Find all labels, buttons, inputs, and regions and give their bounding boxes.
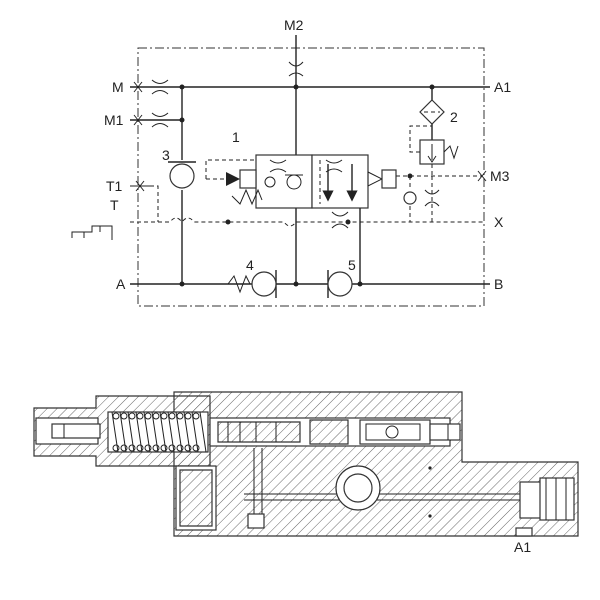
block-outline <box>137 47 485 307</box>
directional-valve-1 <box>226 154 397 209</box>
check-valve-4 <box>227 270 277 298</box>
section-body <box>173 391 579 537</box>
port-label-t1: T1 <box>106 178 123 194</box>
port-label-b: B <box>494 276 503 292</box>
port-label-a1: A1 <box>494 79 511 95</box>
central-port <box>335 465 381 511</box>
component-number-3: 3 <box>162 147 170 163</box>
component-number-2: 2 <box>450 109 458 125</box>
orifice-center <box>331 211 349 229</box>
schematic: M M1 M2 A1 M3 T1 T X A B 1 2 3 4 5 <box>71 17 511 307</box>
check-valve-5 <box>327 270 353 298</box>
port-label-x: X <box>494 214 504 230</box>
component-number-1: 1 <box>232 129 240 145</box>
check-valve-3 <box>168 161 196 189</box>
section-view: A1 <box>33 391 579 555</box>
section-port-label-a1: A1 <box>514 539 531 555</box>
port-label-t: T <box>110 197 119 213</box>
port-label-a: A <box>116 276 126 292</box>
spring <box>107 411 209 453</box>
port-label-m1: M1 <box>104 112 124 128</box>
tank-symbol <box>71 225 113 240</box>
orifice-m <box>133 79 169 95</box>
orifice-m2 <box>288 61 304 77</box>
component-number-5: 5 <box>348 257 356 273</box>
orifice-m1 <box>133 112 169 128</box>
a1-fitting <box>500 477 575 537</box>
valve-2 <box>409 125 459 165</box>
port-label-m3: M3 <box>490 168 510 184</box>
port-label-m2: M2 <box>284 17 304 33</box>
component-number-4: 4 <box>246 257 254 273</box>
port-label-m: M <box>112 79 124 95</box>
